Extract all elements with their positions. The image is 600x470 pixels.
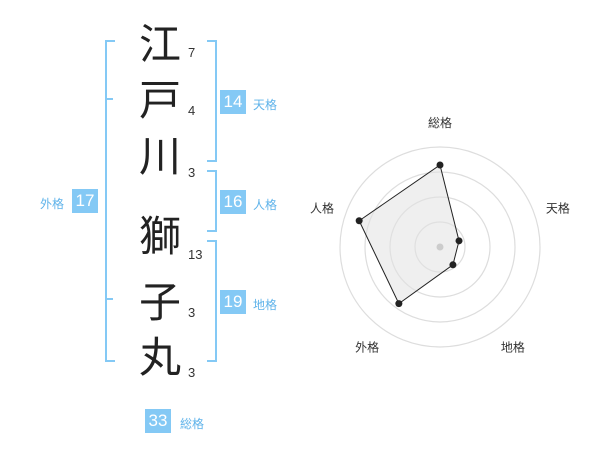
radar-point-4 — [395, 300, 403, 308]
radar-axis-label-3: 地格 — [501, 339, 525, 354]
radar-polygon — [358, 164, 460, 305]
name-char-2: 戸 — [138, 76, 181, 125]
soukaku-label: 総格 — [180, 417, 205, 431]
jinkaku-bracket — [207, 170, 217, 232]
tenkaku-badge: 14 — [220, 90, 246, 114]
stroke-count-3: 3 — [188, 165, 196, 180]
name-char-4: 獅 — [138, 212, 181, 261]
stroke-count-4: 13 — [188, 247, 203, 262]
gaikaku-label: 外格 — [40, 197, 65, 211]
stroke-count-5: 3 — [188, 305, 196, 320]
radar-point-1 — [436, 161, 444, 169]
name-char-1: 江 — [138, 20, 181, 69]
gaikaku-badge: 17 — [72, 189, 98, 213]
radar-point-2 — [455, 237, 463, 245]
tenkaku-label: 天格 — [253, 98, 278, 112]
chikaku-label: 地格 — [253, 298, 278, 312]
tenkaku-bracket — [207, 40, 217, 162]
stroke-count-6: 3 — [188, 365, 196, 380]
gaikaku-bracket-tick — [105, 98, 113, 100]
gaikaku-bracket-tick — [105, 298, 113, 300]
radar-axis-label-2: 天格 — [546, 201, 570, 216]
gaikaku-bracket — [105, 40, 115, 362]
soukaku-badge: 33 — [145, 409, 171, 433]
stroke-count-2: 4 — [188, 103, 196, 118]
radar-axis-label-1: 総格 — [428, 115, 452, 130]
radar-axis-label-5: 人格 — [310, 201, 334, 216]
name-char-3: 川 — [138, 132, 181, 181]
name-char-6: 丸 — [138, 333, 181, 382]
radar-center — [436, 243, 444, 251]
stroke-count-1: 7 — [188, 45, 196, 60]
radar-point-3 — [449, 261, 457, 269]
radar-ring — [339, 146, 541, 348]
name-char-5: 子 — [138, 278, 181, 327]
chikaku-badge: 19 — [220, 290, 246, 314]
radar-axis-label-4: 外格 — [355, 339, 379, 354]
radar-point-5 — [355, 217, 363, 225]
chikaku-bracket — [207, 240, 217, 362]
jinkaku-badge: 16 — [220, 190, 246, 214]
jinkaku-label: 人格 — [253, 198, 278, 212]
